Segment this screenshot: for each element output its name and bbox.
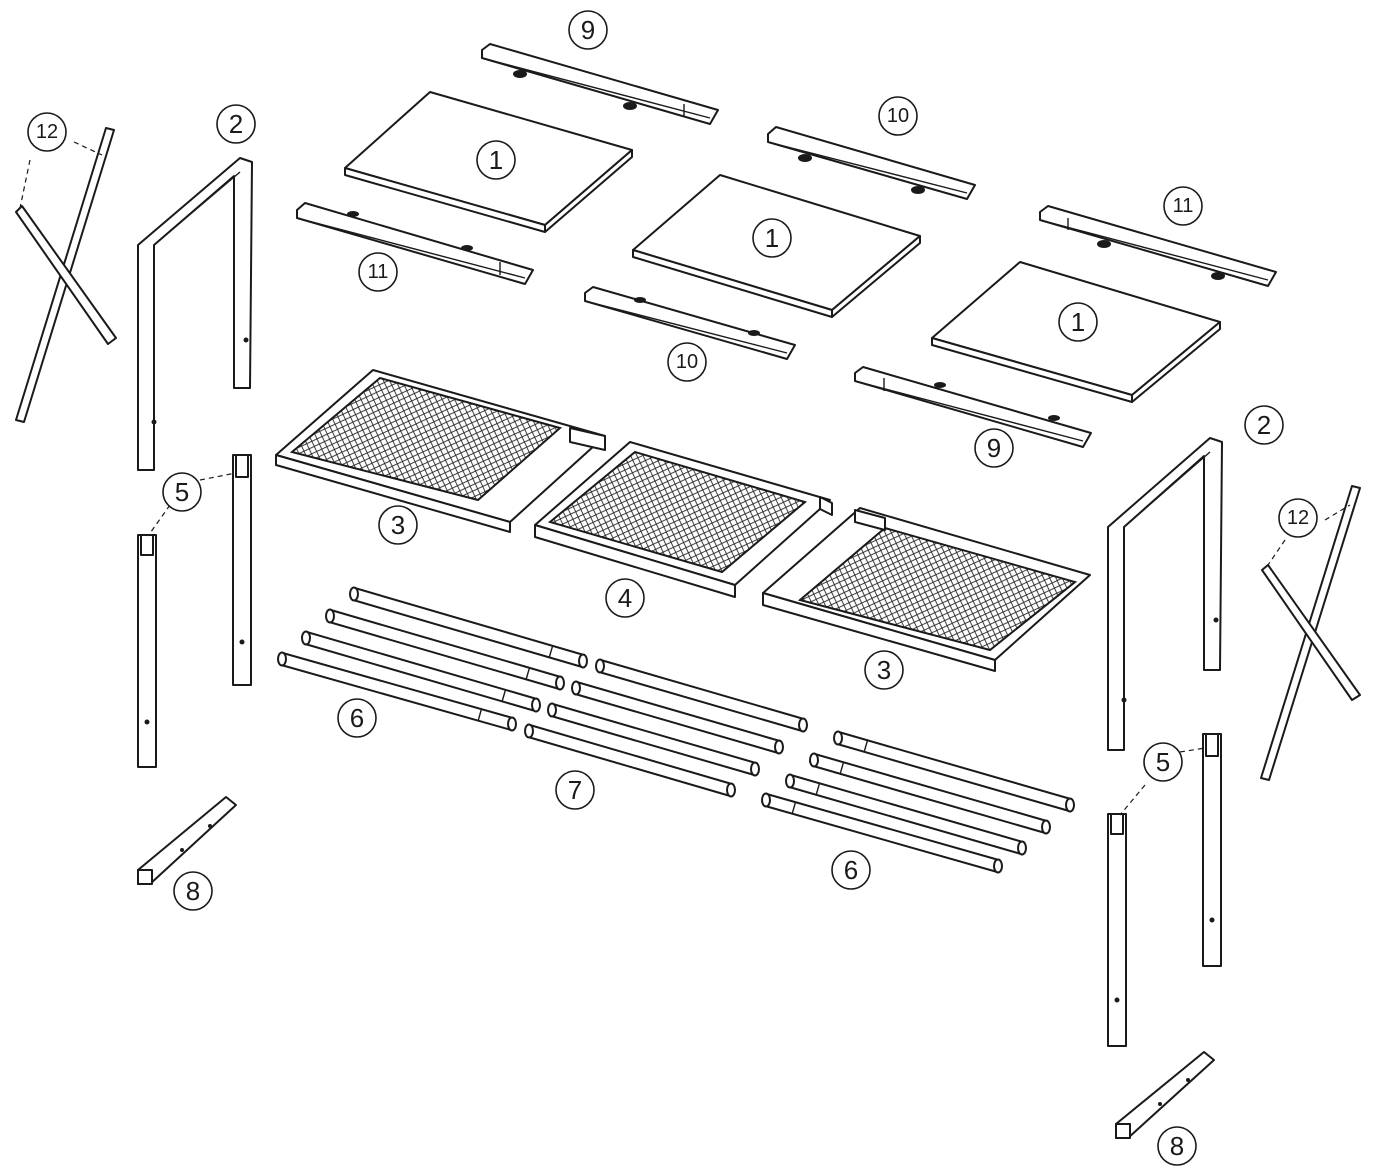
callout-rail-top: 9 xyxy=(568,10,608,50)
foot-right xyxy=(1115,1051,1215,1139)
callout-mesh-left: 3 xyxy=(378,505,418,545)
svg-text:6: 6 xyxy=(844,855,858,885)
svg-text:12: 12 xyxy=(36,121,58,143)
callout-foot-left: 8 xyxy=(173,871,213,911)
svg-text:1: 1 xyxy=(489,145,503,175)
svg-text:5: 5 xyxy=(1156,747,1170,777)
svg-text:1: 1 xyxy=(765,223,779,253)
tube-rod xyxy=(595,658,808,733)
tube-rod xyxy=(785,773,1027,856)
callout-brace-right: 12 xyxy=(1278,498,1318,538)
foot-left xyxy=(137,796,237,885)
callout-rail-bottom: 9 xyxy=(974,428,1014,468)
leg-left-back xyxy=(232,454,252,686)
tube-rod xyxy=(761,792,1003,874)
callout-rail-mid-top: 10 xyxy=(878,96,918,136)
leg-right-front xyxy=(1107,813,1127,1047)
callout-mesh-middle: 4 xyxy=(605,578,645,618)
callout-frame-right: 2 xyxy=(1244,405,1284,445)
svg-text:10: 10 xyxy=(676,351,698,373)
svg-text:2: 2 xyxy=(229,109,243,139)
tube-rod xyxy=(571,680,784,755)
cross-brace-right xyxy=(1260,485,1361,781)
svg-text:6: 6 xyxy=(350,703,364,733)
callout-rail-right: 11 xyxy=(1163,186,1203,226)
svg-text:7: 7 xyxy=(568,775,582,805)
mesh-shelf-left xyxy=(275,369,606,533)
rail-11-right xyxy=(1039,205,1277,287)
svg-text:3: 3 xyxy=(877,655,891,685)
rail-9-top xyxy=(481,43,719,125)
rail-9-bottom xyxy=(854,366,1092,448)
callout-panel-c: 1 xyxy=(1058,302,1098,342)
leg-left-front xyxy=(137,534,157,768)
tube-rod xyxy=(277,651,517,732)
svg-text:5: 5 xyxy=(175,477,189,507)
svg-text:4: 4 xyxy=(618,583,632,613)
tube-rod xyxy=(809,752,1051,835)
tube-rod xyxy=(325,608,565,691)
tube-rod xyxy=(349,586,588,669)
callout-brace-left: 12 xyxy=(27,112,67,152)
callout-mesh-right: 3 xyxy=(864,650,904,690)
svg-text:9: 9 xyxy=(581,15,595,45)
svg-text:2: 2 xyxy=(1257,410,1271,440)
callout-foot-right: 8 xyxy=(1157,1126,1197,1166)
callout-tubes-right: 6 xyxy=(831,850,871,890)
rail-10-top xyxy=(767,126,976,200)
svg-text:11: 11 xyxy=(368,261,389,283)
tube-set xyxy=(277,586,1075,874)
svg-text:12: 12 xyxy=(1287,507,1309,529)
svg-text:11: 11 xyxy=(1173,195,1194,217)
callout-rail-mid-bottom: 10 xyxy=(667,342,707,382)
callout-frame-left: 2 xyxy=(216,104,256,144)
tube-rod xyxy=(301,630,541,713)
callout-tubes-middle: 7 xyxy=(555,770,595,810)
leg-right-back xyxy=(1202,733,1222,967)
tube-rod xyxy=(833,730,1075,813)
callout-tubes-left: 6 xyxy=(337,698,377,738)
callout-panel-b: 1 xyxy=(752,218,792,258)
svg-text:3: 3 xyxy=(391,510,405,540)
end-frame-right xyxy=(1107,437,1223,751)
rail-11-left xyxy=(296,202,534,285)
cross-brace-left xyxy=(15,127,117,423)
callout-leg-right: 5 xyxy=(1143,742,1183,782)
callout-leg-left: 5 xyxy=(162,472,202,512)
svg-text:1: 1 xyxy=(1071,307,1085,337)
tube-rod xyxy=(524,723,736,798)
tube-rod xyxy=(547,702,760,777)
mesh-shelf-right xyxy=(762,507,1091,672)
svg-text:8: 8 xyxy=(1170,1131,1184,1161)
svg-text:10: 10 xyxy=(887,105,909,127)
callout-panel-a: 1 xyxy=(476,140,516,180)
svg-text:8: 8 xyxy=(186,876,200,906)
callout-rail-left: 11 xyxy=(358,252,398,292)
end-frame-left xyxy=(137,157,253,471)
svg-text:9: 9 xyxy=(987,433,1001,463)
rail-10-bottom xyxy=(584,286,796,360)
mesh-shelf-middle xyxy=(534,441,833,598)
